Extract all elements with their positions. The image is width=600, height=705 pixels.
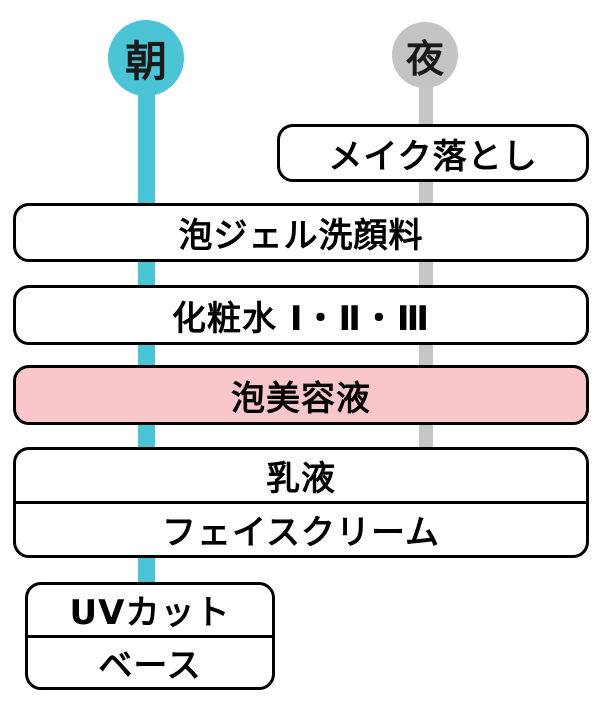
step-base-label: ベース [98, 645, 202, 686]
step-milk-and-cream: 乳液 フェイスクリーム [13, 447, 589, 558]
step-milk-lotion-label: 乳液 [266, 459, 336, 499]
step-foam-serum: 泡美容液 [13, 365, 589, 425]
step-uv-cut-row: UVカット [28, 585, 272, 635]
step-foam-gel-cleanser: 泡ジェル洗顔料 [13, 203, 589, 262]
step-uv-and-base: UVカット ベース [25, 582, 275, 690]
step-makeup-remover: メイク落とし [277, 124, 589, 182]
step-base-row: ベース [28, 634, 272, 688]
night-label: 夜 [405, 36, 444, 81]
step-face-cream-label: フェイスクリーム [162, 513, 440, 553]
morning-circle: 朝 [108, 20, 184, 96]
step-foam-serum-label: 泡美容液 [231, 378, 371, 419]
morning-label: 朝 [124, 36, 167, 86]
step-lotion-label: 化粧水 Ⅰ・Ⅱ・Ⅲ [171, 298, 431, 339]
step-uv-cut-label: UVカット [69, 593, 231, 634]
step-face-cream-row: フェイスクリーム [16, 501, 586, 555]
step-foam-gel-cleanser-label: 泡ジェル洗顔料 [178, 216, 424, 256]
night-circle: 夜 [392, 22, 458, 88]
night-timeline-line [419, 52, 433, 492]
step-lotion: 化粧水 Ⅰ・Ⅱ・Ⅲ [13, 285, 589, 345]
step-makeup-remover-label: メイク落とし [328, 136, 538, 177]
step-milk-lotion-row: 乳液 [16, 450, 586, 501]
